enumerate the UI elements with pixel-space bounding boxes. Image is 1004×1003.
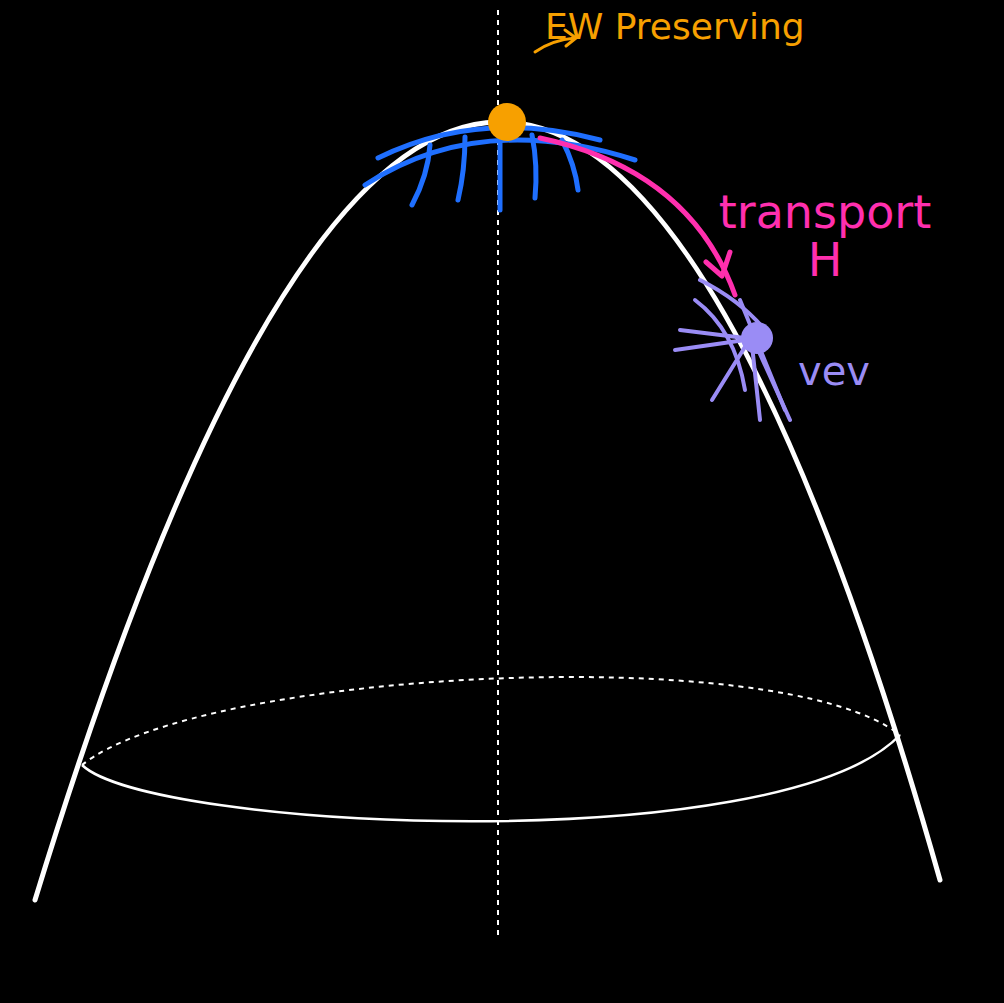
- point-label: vev: [798, 350, 870, 392]
- arrow-label: transport H: [700, 188, 950, 285]
- tangent-grid-top: [365, 128, 635, 210]
- transport-arrow: [540, 138, 735, 295]
- ellipse-back: [82, 677, 900, 765]
- tangent-grid-vev: [675, 280, 790, 420]
- vev-point: [741, 322, 773, 354]
- point-label: EW Preserving: [545, 8, 805, 46]
- ew-preserving-point: [488, 103, 526, 141]
- ellipse-front: [82, 735, 900, 821]
- symmetry-axis: [497, 10, 499, 940]
